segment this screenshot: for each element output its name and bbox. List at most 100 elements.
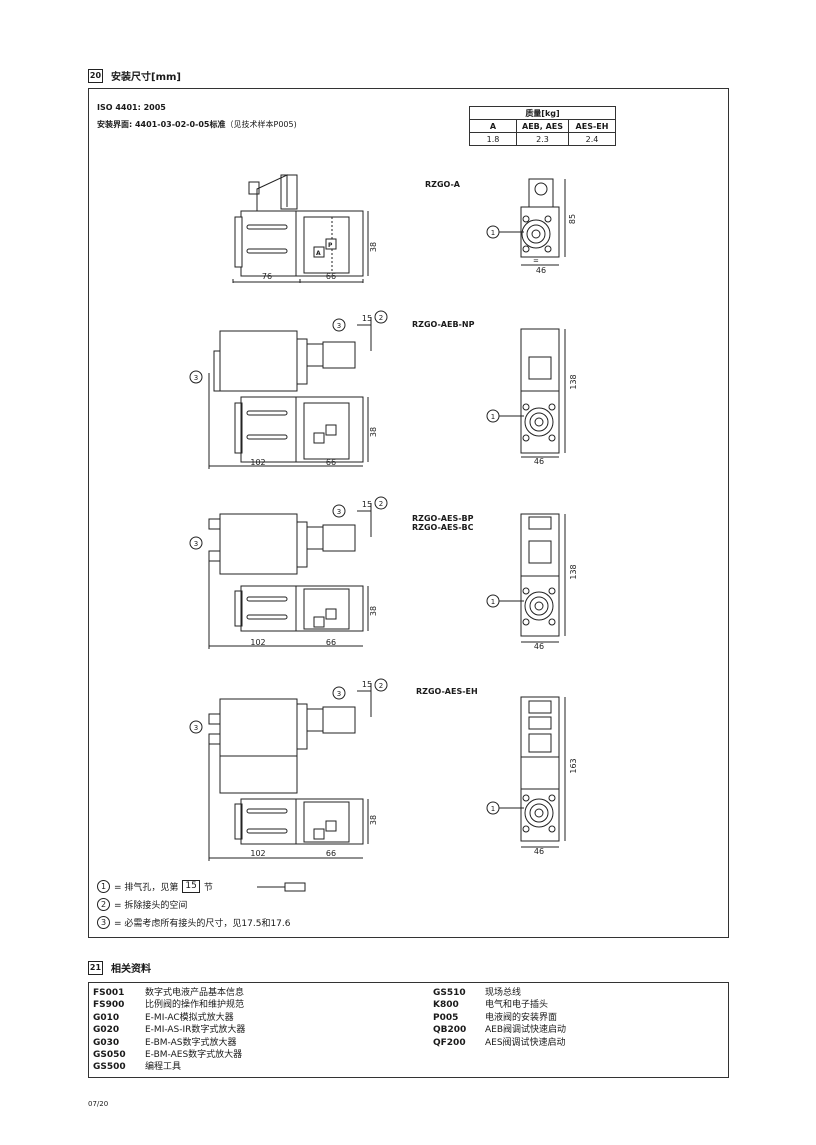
note-3-text: = 必需考虑所有接头的尺寸，见17.5和17.6: [114, 919, 291, 929]
callout-3: 3: [194, 724, 198, 732]
rzgo-a-side-view: [232, 174, 369, 283]
page-number: 07/20: [88, 1100, 109, 1108]
rzgo-aes-eh-side-view: [189, 678, 388, 861]
ref-code: FS001: [93, 988, 125, 998]
ref-code: QF200: [433, 1037, 466, 1048]
ref-row: K800 电气和电子插头: [433, 999, 566, 1011]
ref-text: E-MI-AS-IR数字式放大器: [145, 1025, 246, 1036]
ref-text: E-MI-AC模拟式放大器: [145, 1012, 234, 1023]
section-title: 安装尺寸[mm]: [111, 72, 181, 83]
dim-aeb-front-width: 46: [534, 457, 544, 466]
ref-text: AES阀调试快速启动: [485, 1037, 566, 1048]
note-1-number: 1: [97, 880, 110, 893]
ref-text: 比例阀的操作和维护规范: [145, 1000, 245, 1011]
ref-text: AEB阀调试快速启动: [485, 1025, 567, 1036]
callout-2: 2: [379, 500, 383, 508]
rzgo-aeb-front-view: [486, 328, 566, 458]
callout-2: 2: [379, 682, 383, 690]
ref-row: QF200 AES阀调试快速启动: [433, 1037, 566, 1049]
callout-3: 3: [194, 540, 198, 548]
dim-bp-left: 102: [250, 638, 265, 647]
ref-code: K800: [433, 1000, 459, 1011]
note-1-post: 节: [203, 883, 213, 893]
section-number: 21: [88, 960, 103, 975]
ref-code: G020: [93, 1025, 120, 1036]
dim-eh-front-height: 163: [569, 758, 578, 773]
callout-3: 3: [337, 690, 341, 698]
callout-1: 1: [491, 413, 495, 421]
ref-code: G030: [93, 1037, 120, 1048]
model-label-aes-bp-text: RZGO-AES-BP: [412, 514, 474, 523]
dim-eh-front-width: 46: [534, 847, 544, 856]
ref-text: 编程工具: [145, 1062, 182, 1073]
ref-row: QB200 AEB阀调试快速启动: [433, 1024, 566, 1036]
callout-1: 1: [491, 229, 495, 237]
ref-row: G010 E-MI-AC模拟式放大器: [93, 1012, 245, 1024]
dim-aeb-left: 102: [250, 458, 265, 467]
callout-1: 1: [491, 598, 495, 606]
ref-text: 电气和电子插头: [485, 1000, 549, 1011]
callout-3: 3: [337, 508, 341, 516]
model-label-aes-eh: RZGO-AES-EH: [416, 687, 478, 696]
ref-code: GS500: [93, 1062, 126, 1073]
mass-table: 质量[kg] A AEB, AES AES-EH 1.8 2.3 2.4: [469, 106, 616, 146]
dim-bp-front-width: 46: [534, 642, 544, 651]
screwdriver-icon: [257, 882, 306, 892]
port-p-label: P: [328, 242, 333, 249]
callout-3: 3: [194, 374, 198, 382]
dim-a-left: 76: [262, 272, 272, 281]
ref-row: FS001 数字式电液产品基本信息: [93, 987, 245, 999]
model-label-aeb: RZGO-AEB-NP: [412, 320, 475, 329]
interface-label: 安装界面: 4401-03-02-0-05标准: [97, 120, 226, 129]
ref-text: 数字式电液产品基本信息: [145, 988, 245, 998]
rzgo-aeb-side-view: [189, 310, 388, 469]
interface-note: （见技术样本P005): [225, 120, 297, 129]
equal-mark: =: [533, 257, 539, 265]
ref-row: G020 E-MI-AS-IR数字式放大器: [93, 1024, 245, 1036]
note-3: 3 = 必需考虑所有接头的尺寸，见17.5和17.6: [97, 916, 290, 929]
section-20-heading: 20 安装尺寸[mm]: [88, 68, 181, 83]
dim-aeb-clearance: 15: [362, 314, 372, 323]
model-label-a: RZGO-A: [425, 180, 460, 189]
rzgo-aes-bp-front-view: [486, 513, 566, 643]
dim-a-front-height: 85: [568, 214, 577, 224]
ref-row: FS900 比例阀的操作和维护规范: [93, 999, 245, 1011]
iso-standard: ISO 4401: 2005: [97, 103, 166, 112]
dim-aeb-height: 38: [369, 427, 378, 437]
dim-bp-clearance: 15: [362, 500, 372, 509]
ref-code: P005: [433, 1012, 459, 1023]
dim-aeb-right: 66: [326, 458, 336, 467]
ref-code: G010: [93, 1012, 120, 1023]
dim-eh-right: 66: [326, 849, 336, 858]
dim-a-right: 66: [326, 272, 336, 281]
ref-row: GS500 编程工具: [93, 1061, 245, 1073]
mounting-interface: 安装界面: 4401-03-02-0-05标准（见技术样本P005): [97, 119, 297, 130]
note-3-number: 3: [97, 916, 110, 929]
ref-code: FS900: [93, 1000, 125, 1011]
callout-2: 2: [379, 314, 383, 322]
note-2-text: = 拆除接头的空间: [114, 901, 188, 911]
port-a-label: A: [316, 250, 321, 257]
dimensions-panel: ISO 4401: 2005 安装界面: 4401-03-02-0-05标准（见…: [88, 88, 729, 938]
rzgo-aes-eh-front-view: [486, 696, 566, 848]
note-2: 2 = 拆除接头的空间: [97, 898, 187, 911]
ref-code: GS510: [433, 988, 466, 998]
dim-aeb-front-height: 138: [569, 374, 578, 389]
dim-eh-left: 102: [250, 849, 265, 858]
section-number: 20: [88, 68, 103, 83]
dim-bp-front-height: 138: [569, 564, 578, 579]
callout-3: 3: [337, 322, 341, 330]
rzgo-a-front-view: [520, 178, 566, 266]
dim-bp-height: 38: [369, 606, 378, 616]
ref-code: QB200: [433, 1025, 467, 1036]
mass-value: 2.4: [568, 132, 616, 146]
rzgo-aes-bp-side-view: [189, 496, 388, 649]
section-title: 相关资料: [111, 964, 151, 975]
